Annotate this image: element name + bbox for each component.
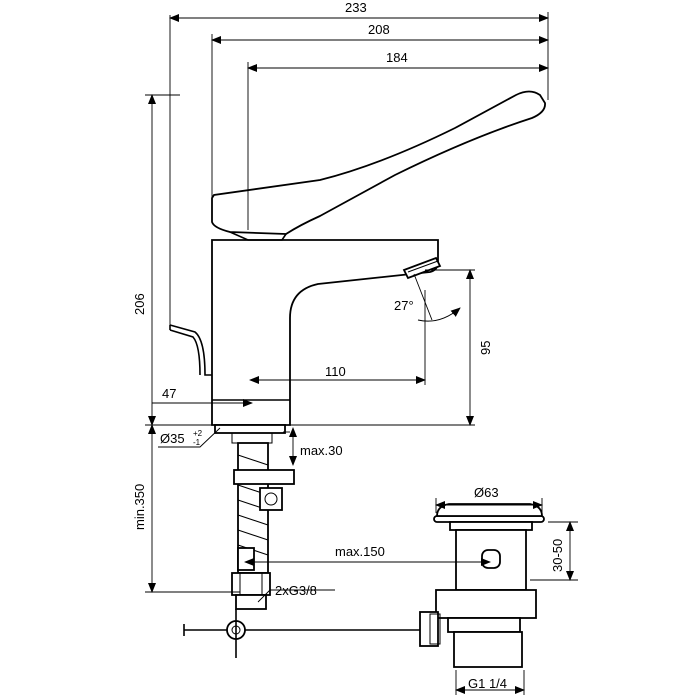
dia35-label: Ø35 [160,431,185,446]
dia63-label: Ø63 [474,485,499,500]
dim-47-label: 47 [162,386,176,401]
dia35-tolerance-lower: -1 [193,438,201,447]
dim-206-label: 206 [132,293,147,315]
dia35-tolerance-upper: +2 [193,429,203,438]
angle-27-label: 27° [394,298,414,313]
dim-110-label: 110 [325,364,346,379]
dim-184-label: 184 [386,50,408,65]
max150-label: max.150 [335,544,385,559]
range-30-50-label: 30-50 [550,539,565,572]
dim-233-label: 233 [345,0,367,15]
dim-208-label: 208 [368,22,390,37]
max30-label: max.30 [300,443,343,458]
dim-95-label: 95 [478,341,493,355]
min350-label: min.350 [132,484,147,530]
faucet-body [169,90,546,426]
g38-label: 2xG3/8 [275,583,317,598]
supply-hoses [183,424,420,658]
g114-label: G1 1/4 [468,676,507,691]
waste-drain [419,503,545,668]
